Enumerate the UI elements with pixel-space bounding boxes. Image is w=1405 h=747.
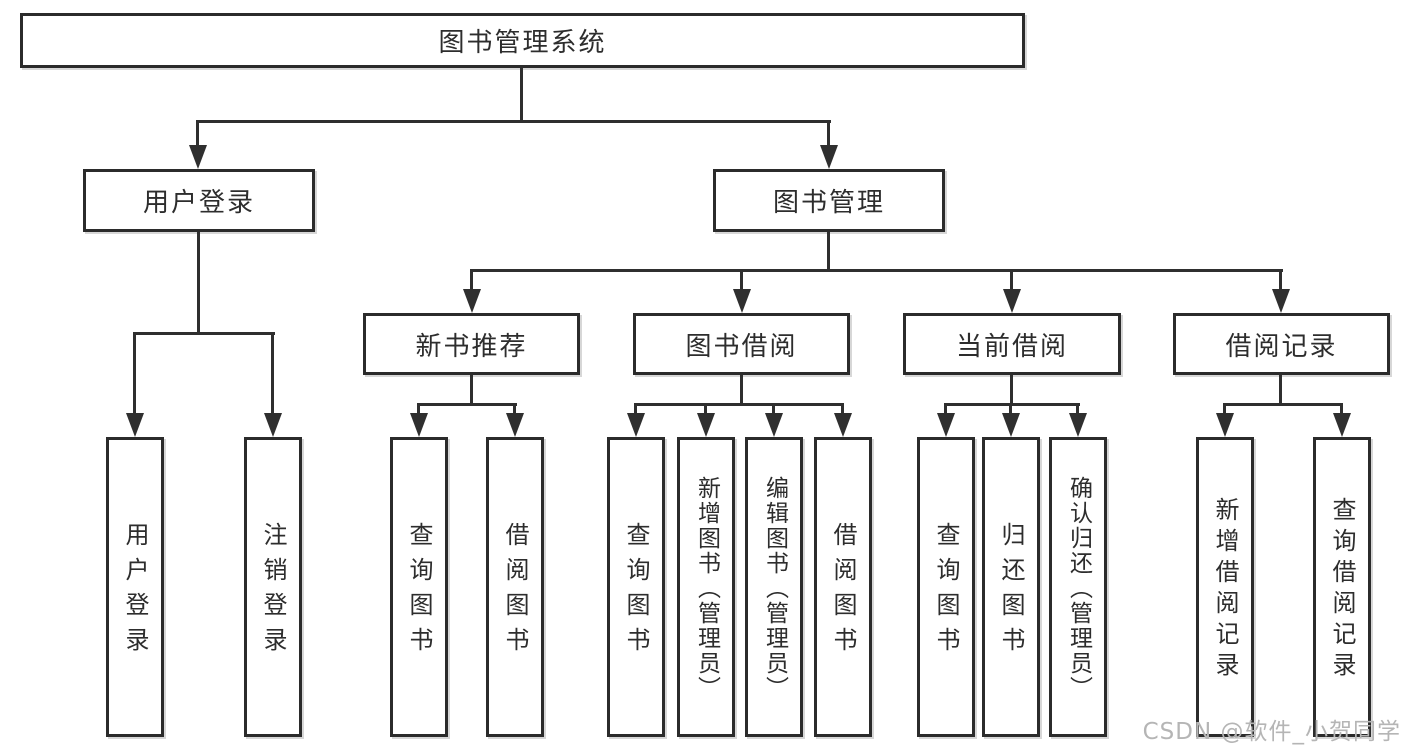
connector-drop-borrow-record xyxy=(1279,269,1282,291)
arrowhead-leaf-logout xyxy=(264,413,282,437)
arrowhead-bb-borrow xyxy=(834,413,852,437)
leaf-br-add-record: 新增借阅记录 xyxy=(1196,437,1254,737)
connector-drop-bb-edit xyxy=(772,403,775,415)
csdn-watermark: CSDN @软件_小贺同学 xyxy=(1142,719,1401,745)
arrowhead-bb-edit xyxy=(765,413,783,437)
connector-nbr-crossbar xyxy=(417,403,517,406)
leaf-user-login: 用户登录 xyxy=(106,437,164,737)
connector-br-stem xyxy=(1279,375,1282,406)
arrowhead-user-login xyxy=(189,145,207,169)
connector-cb-stem xyxy=(1010,375,1013,406)
arrowhead-cb-return xyxy=(1002,413,1020,437)
connector-drop-cb-confirm xyxy=(1076,403,1079,415)
arrowhead-book-management xyxy=(820,145,838,169)
arrowhead-new-book-recommend xyxy=(463,289,481,313)
leaf-cb-confirm-return-admin-label: 确认归还（管理员） xyxy=(1065,475,1092,701)
leaf-cb-query-book: 查询图书 xyxy=(917,437,975,737)
leaf-bb-edit-book-admin-label: 编辑图书（管理员） xyxy=(761,475,788,701)
node-book-borrow-label: 图书借阅 xyxy=(685,331,798,362)
leaf-bb-add-book-admin: 新增图书（管理员） xyxy=(677,437,735,737)
arrowhead-bb-add xyxy=(697,413,715,437)
connector-drop-nbr-borrow xyxy=(513,403,516,415)
leaf-bb-borrow-book: 借阅图书 xyxy=(814,437,872,737)
node-user-login-label: 用户登录 xyxy=(142,188,255,218)
leaf-nbr-query-book-label: 查询图书 xyxy=(405,522,433,662)
leaf-user-login-label: 用户登录 xyxy=(121,522,149,662)
arrowhead-nbr-query xyxy=(410,413,428,437)
connector-drop-book-borrow xyxy=(740,269,743,291)
connector-drop-current-borrow xyxy=(1010,269,1013,291)
connector-drop-book-management xyxy=(827,120,830,148)
node-borrow-record: 借阅记录 xyxy=(1173,313,1390,375)
connector-drop-bb-borrow xyxy=(841,403,844,415)
node-book-management-label: 图书管理 xyxy=(772,188,885,218)
connector-user-login-crossbar xyxy=(133,332,275,335)
leaf-br-add-record-label: 新增借阅记录 xyxy=(1211,497,1239,683)
connector-nbr-stem xyxy=(470,375,473,406)
leaf-nbr-query-book: 查询图书 xyxy=(390,437,448,737)
arrowhead-br-add xyxy=(1216,413,1234,437)
node-root-label: 图书管理系统 xyxy=(438,28,607,58)
leaf-cb-query-book-label: 查询图书 xyxy=(932,522,960,662)
leaf-cb-return-book-label: 归还图书 xyxy=(997,522,1025,662)
connector-br-crossbar xyxy=(1223,403,1343,406)
arrowhead-borrow-record xyxy=(1272,289,1290,313)
arrowhead-cb-confirm xyxy=(1069,413,1087,437)
connector-user-login-stem xyxy=(197,232,200,335)
arrowhead-cb-query xyxy=(937,413,955,437)
arrowhead-book-borrow xyxy=(733,289,751,313)
leaf-bb-edit-book-admin: 编辑图书（管理员） xyxy=(745,437,803,737)
leaf-bb-add-book-admin-label: 新增图书（管理员） xyxy=(693,475,720,701)
leaf-br-query-record-label: 查询借阅记录 xyxy=(1328,497,1356,683)
node-user-login: 用户登录 xyxy=(83,169,315,232)
connector-cb-crossbar xyxy=(944,403,1080,406)
leaf-bb-query-book: 查询图书 xyxy=(607,437,665,737)
connector-drop-bb-add xyxy=(704,403,707,415)
connector-drop-br-add xyxy=(1223,403,1226,415)
leaf-nbr-borrow-book: 借阅图书 xyxy=(486,437,544,737)
arrowhead-br-query xyxy=(1333,413,1351,437)
connector-book-management-crossbar xyxy=(470,269,1283,272)
leaf-br-query-record: 查询借阅记录 xyxy=(1313,437,1371,737)
connector-root-stem xyxy=(520,68,523,123)
connector-drop-cb-return xyxy=(1009,403,1012,415)
node-root: 图书管理系统 xyxy=(20,13,1025,68)
connector-drop-cb-query xyxy=(944,403,947,415)
node-current-borrow: 当前借阅 xyxy=(903,313,1121,375)
arrowhead-bb-query xyxy=(627,413,645,437)
arrowhead-current-borrow xyxy=(1003,289,1021,313)
leaf-bb-query-book-label: 查询图书 xyxy=(622,522,650,662)
leaf-bb-borrow-book-label: 借阅图书 xyxy=(829,522,857,662)
arrowhead-leaf-user-login xyxy=(126,413,144,437)
connector-root-crossbar xyxy=(197,120,831,123)
connector-bb-stem xyxy=(740,375,743,406)
connector-drop-leaf-logout xyxy=(271,332,274,415)
node-new-book-recommend: 新书推荐 xyxy=(363,313,580,375)
leaf-cb-return-book: 归还图书 xyxy=(982,437,1040,737)
connector-drop-bb-query xyxy=(634,403,637,415)
connector-drop-user-login xyxy=(196,120,199,148)
node-book-management: 图书管理 xyxy=(713,169,945,232)
connector-drop-br-query xyxy=(1340,403,1343,415)
leaf-cb-confirm-return-admin: 确认归还（管理员） xyxy=(1049,437,1107,737)
node-new-book-recommend-label: 新书推荐 xyxy=(415,331,528,362)
node-borrow-record-label: 借阅记录 xyxy=(1225,331,1338,362)
node-book-borrow: 图书借阅 xyxy=(633,313,850,375)
leaf-logout: 注销登录 xyxy=(244,437,302,737)
connector-drop-new-book-recommend xyxy=(470,269,473,291)
arrowhead-nbr-borrow xyxy=(506,413,524,437)
leaf-logout-label: 注销登录 xyxy=(259,522,287,662)
connector-drop-leaf-user-login xyxy=(133,332,136,415)
connector-bb-crossbar xyxy=(634,403,844,406)
leaf-nbr-borrow-book-label: 借阅图书 xyxy=(501,522,529,662)
node-current-borrow-label: 当前借阅 xyxy=(955,331,1068,362)
connector-drop-nbr-query xyxy=(417,403,420,415)
connector-book-management-stem xyxy=(827,232,830,272)
